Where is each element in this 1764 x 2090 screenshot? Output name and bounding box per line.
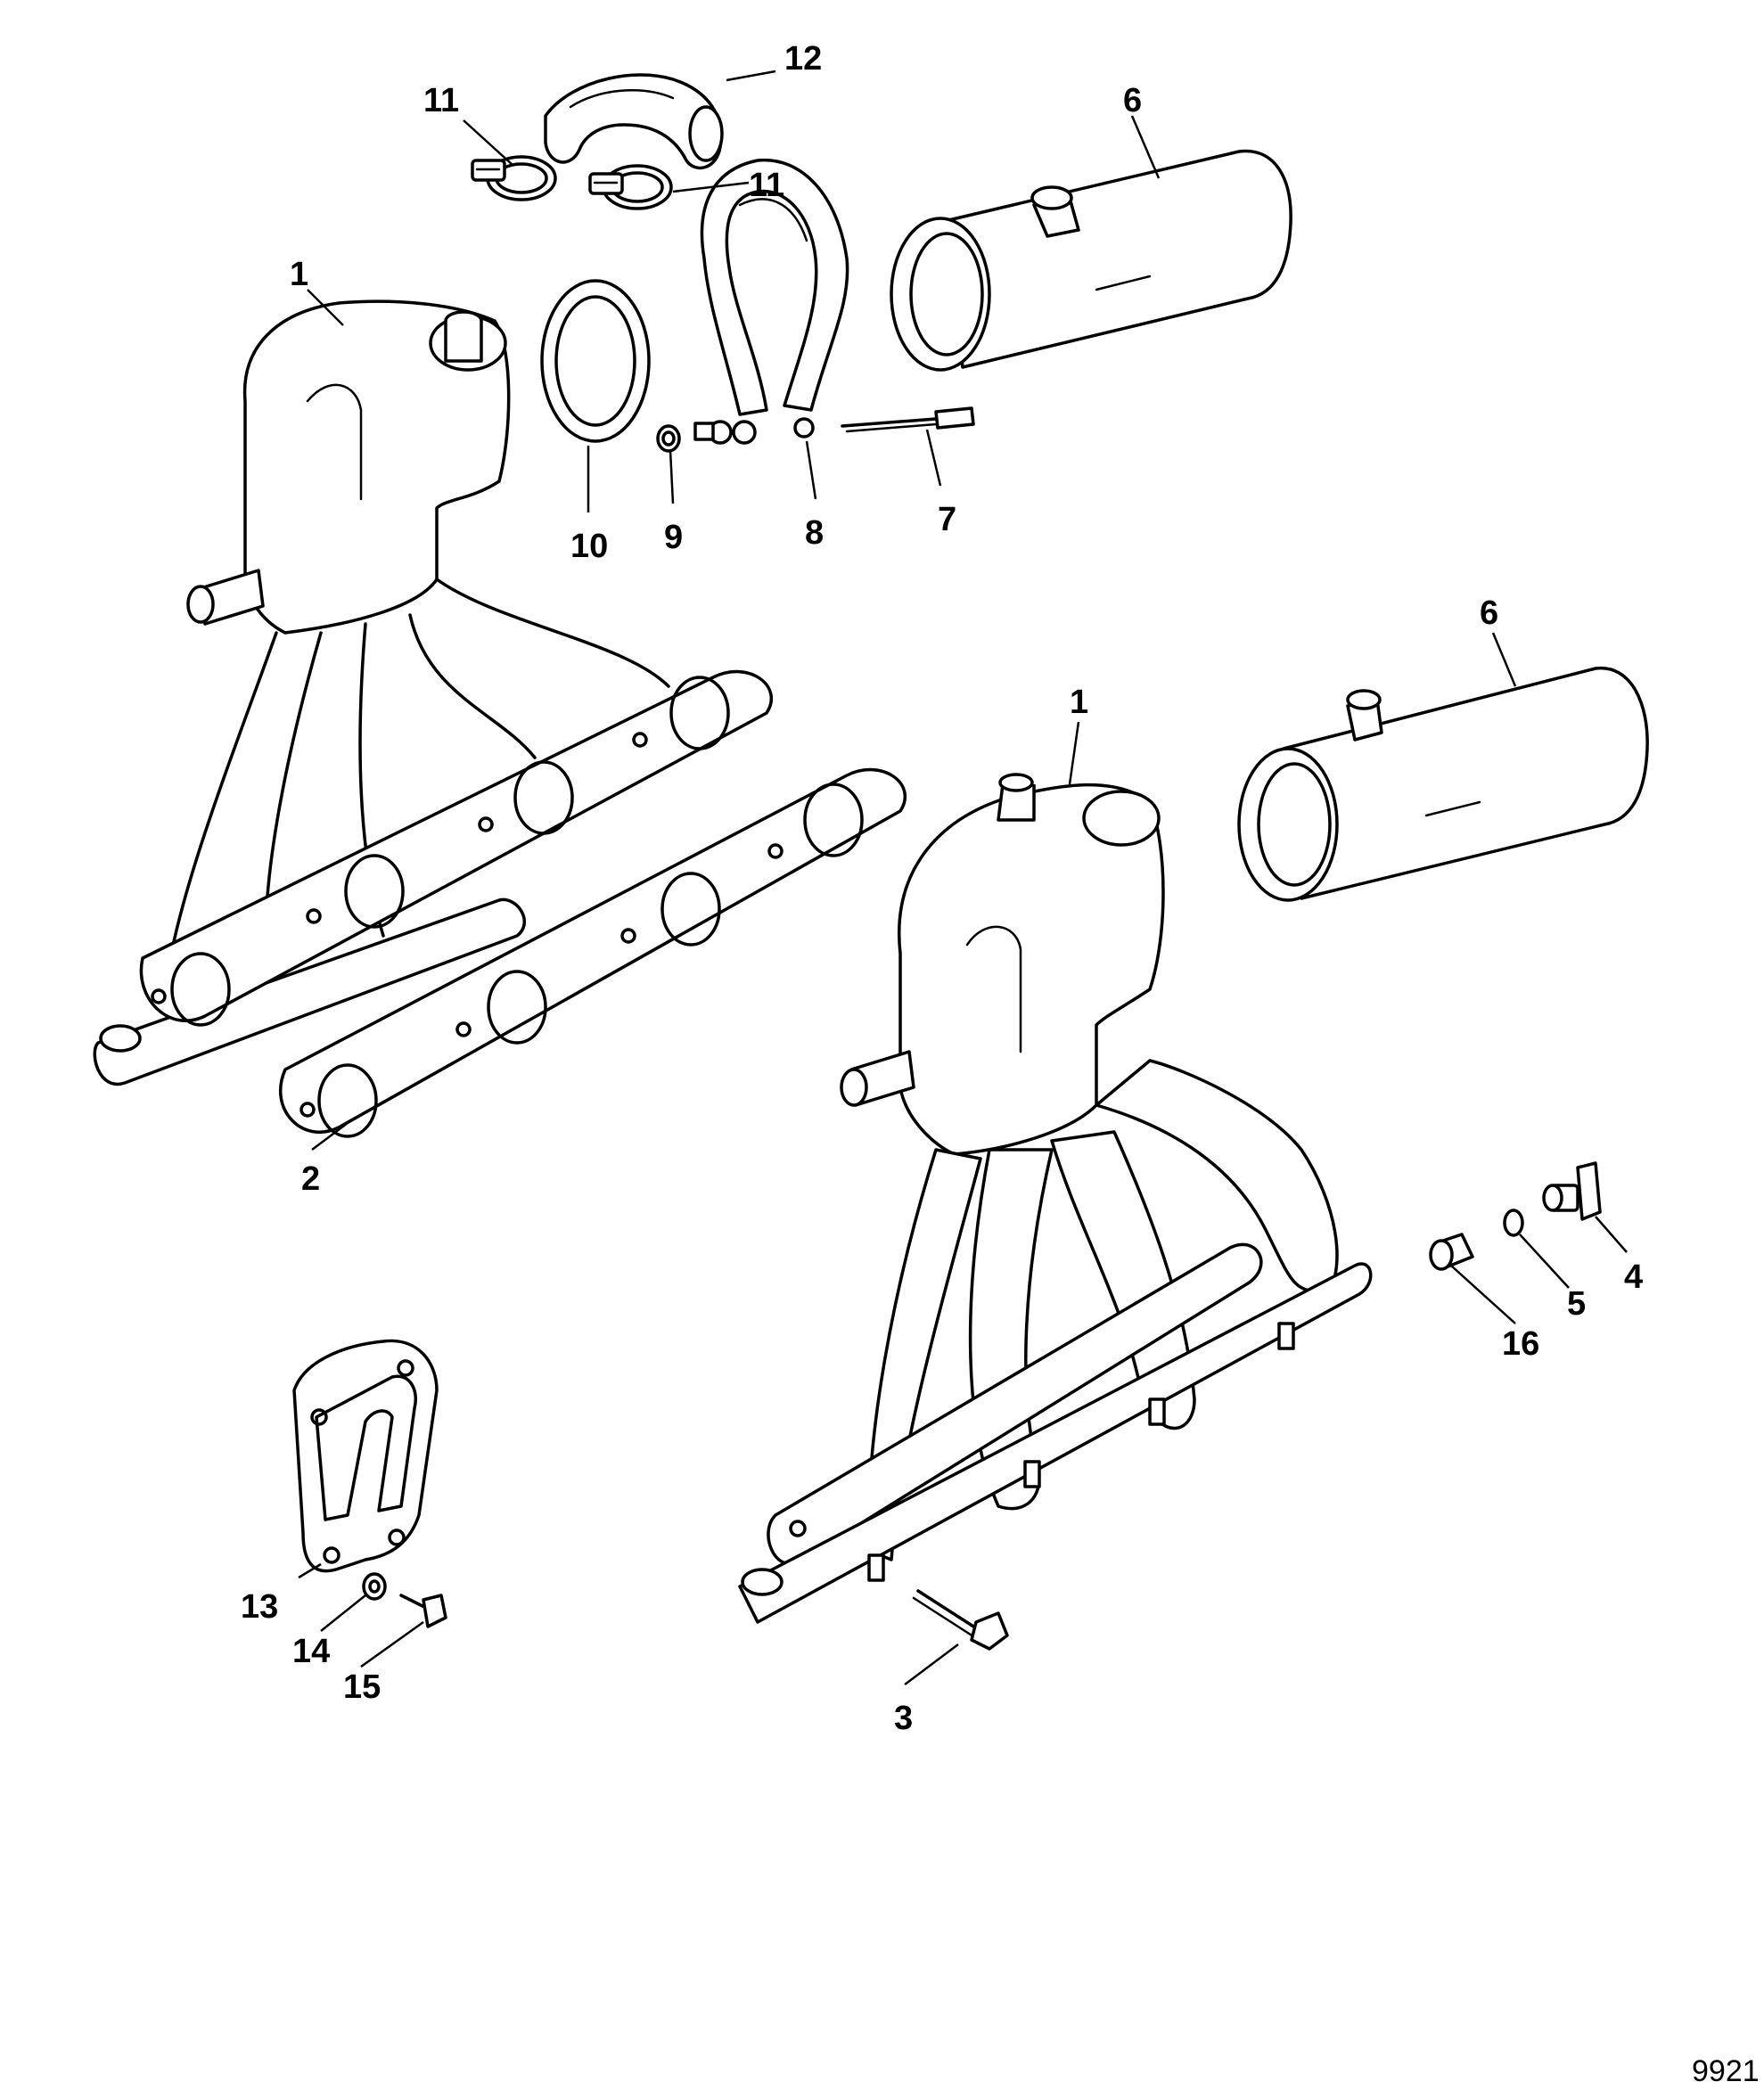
callout-15: 15 (343, 1668, 381, 1706)
leader-lines (298, 70, 1628, 1685)
t-bolt-part-7 (841, 406, 975, 433)
exhaust-tube-part-6-upper (890, 149, 1292, 372)
callout-11-right: 11 (749, 167, 784, 204)
callout-12: 12 (784, 40, 822, 78)
callout-1-lower: 1 (1070, 684, 1088, 721)
callout-13: 13 (241, 1588, 278, 1626)
callout-7: 7 (938, 501, 956, 538)
screw-part-15 (399, 1594, 447, 1628)
o-ring-part-5 (1503, 1209, 1524, 1237)
callout-9: 9 (664, 519, 683, 556)
bolt-part-3 (912, 1589, 1009, 1651)
callout-8: 8 (805, 514, 824, 552)
callout-4: 4 (1624, 1258, 1643, 1296)
callout-14: 14 (292, 1633, 330, 1670)
callout-10: 10 (570, 528, 608, 565)
manifold-gasket-upper-part-2 (139, 669, 774, 1027)
callout-11-left: 11 (423, 82, 459, 119)
figure-id: 9921 (1692, 2054, 1760, 2088)
exhaust-tube-part-6-lower (1237, 667, 1649, 902)
hose-clamp-part-11-left (471, 155, 557, 201)
callout-6-upper: 6 (1123, 82, 1142, 119)
hose-clamp-part-11-right (588, 164, 673, 210)
gasket-part-10 (540, 279, 651, 443)
fitting-part-16 (1429, 1233, 1474, 1271)
washer-part-14 (362, 1572, 387, 1601)
drain-plug-part-4 (1542, 1161, 1602, 1221)
callout-5: 5 (1567, 1285, 1586, 1323)
callout-labels: 12 11 11 6 1 10 9 8 7 6 1 2 4 5 16 13 14… (241, 40, 1643, 1737)
callout-6-lower: 6 (1480, 594, 1498, 632)
manifold-gasket-lower-part-2 (279, 767, 907, 1138)
callout-1-upper: 1 (290, 256, 308, 293)
callout-2: 2 (301, 1160, 320, 1198)
cover-plate-part-13 (292, 1339, 439, 1573)
v-band-clamp-part-8 (693, 158, 849, 445)
nut-part-9 (656, 424, 681, 453)
callout-16: 16 (1502, 1325, 1539, 1363)
hose-part-12 (544, 73, 724, 170)
callout-3: 3 (894, 1700, 913, 1737)
exhaust-manifold-part-1-right (738, 773, 1373, 1624)
exhaust-manifold-part-1-left (93, 299, 670, 1086)
